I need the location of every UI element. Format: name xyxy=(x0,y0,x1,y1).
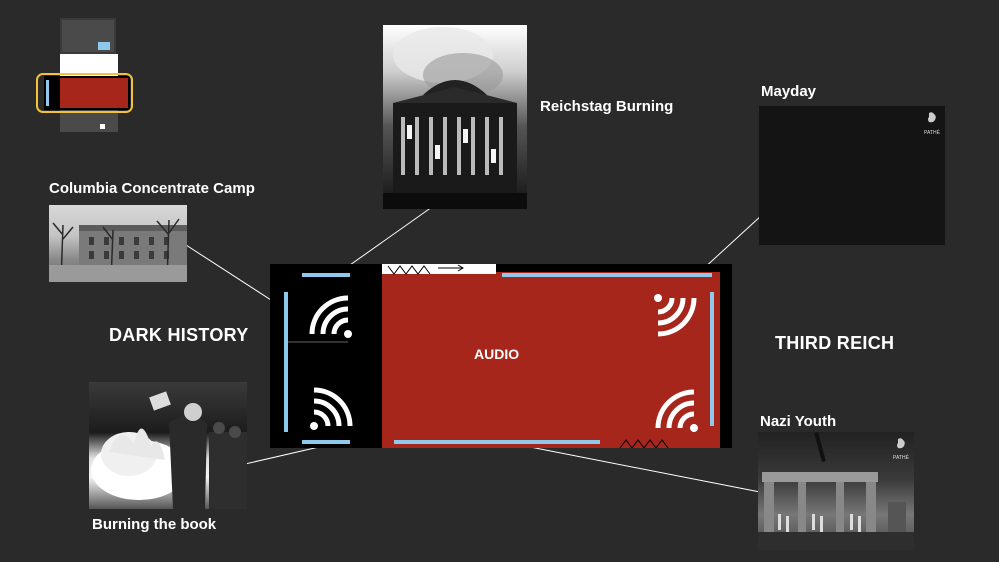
speaker-top-right-icon[interactable] xyxy=(654,294,698,338)
pathe-watermark: PATHÉ xyxy=(924,130,940,136)
exhibit-title-burning-book: Burning the book xyxy=(92,516,217,533)
exhibit-photo-burning-book[interactable] xyxy=(89,382,247,509)
connector-nazi-youth xyxy=(519,444,761,493)
floor-plan-thumbnail[interactable] xyxy=(34,14,134,136)
exhibit-photo-columbia[interactable] xyxy=(49,205,187,282)
zone-label-dark-history: DARK HISTORY xyxy=(109,325,249,345)
speaker-top-left-icon[interactable] xyxy=(308,294,352,338)
speaker-bottom-right-icon[interactable] xyxy=(654,388,698,432)
pathe-watermark: PATHÉ xyxy=(893,455,909,461)
speaker-bottom-left-icon[interactable] xyxy=(310,386,354,430)
exhibit-title-nazi-youth: Nazi Youth xyxy=(760,413,837,430)
pathe-rooster-icon xyxy=(897,438,905,449)
floor-plan-shape xyxy=(36,18,133,132)
exhibit-photo-reichstag[interactable] xyxy=(383,25,527,209)
pathe-rooster-icon xyxy=(928,112,936,123)
exhibit-title-columbia: Columbia Concentrate Camp xyxy=(49,180,255,197)
exhibit-video-nazi-youth[interactable]: PATHÉ xyxy=(758,432,914,550)
exhibit-title-reichstag: Reichstag Burning xyxy=(540,98,674,115)
exhibit-title-mayday: Mayday xyxy=(761,83,817,100)
room-audio-label: AUDIO xyxy=(474,346,520,362)
exhibit-video-mayday[interactable]: PATHÉ xyxy=(759,106,945,245)
zone-label-third-reich: THIRD REICH xyxy=(775,333,895,353)
